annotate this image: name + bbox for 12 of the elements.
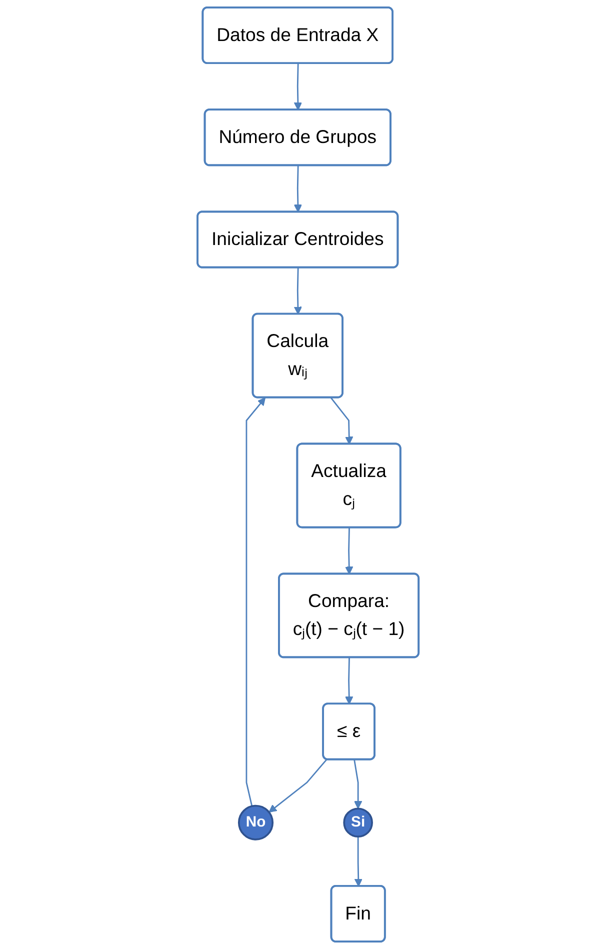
arrow: [294, 268, 302, 315]
arrow: [294, 64, 302, 110]
arrow: [294, 166, 302, 212]
arrow: [268, 759, 328, 813]
arrow: [354, 760, 362, 809]
node-circle: Si: [343, 808, 373, 838]
arrow: [344, 658, 354, 704]
arrow: [354, 836, 362, 887]
arrow: [330, 397, 354, 445]
arrow: [344, 528, 354, 574]
node-circle: No: [238, 804, 274, 840]
arrow: [246, 397, 266, 806]
